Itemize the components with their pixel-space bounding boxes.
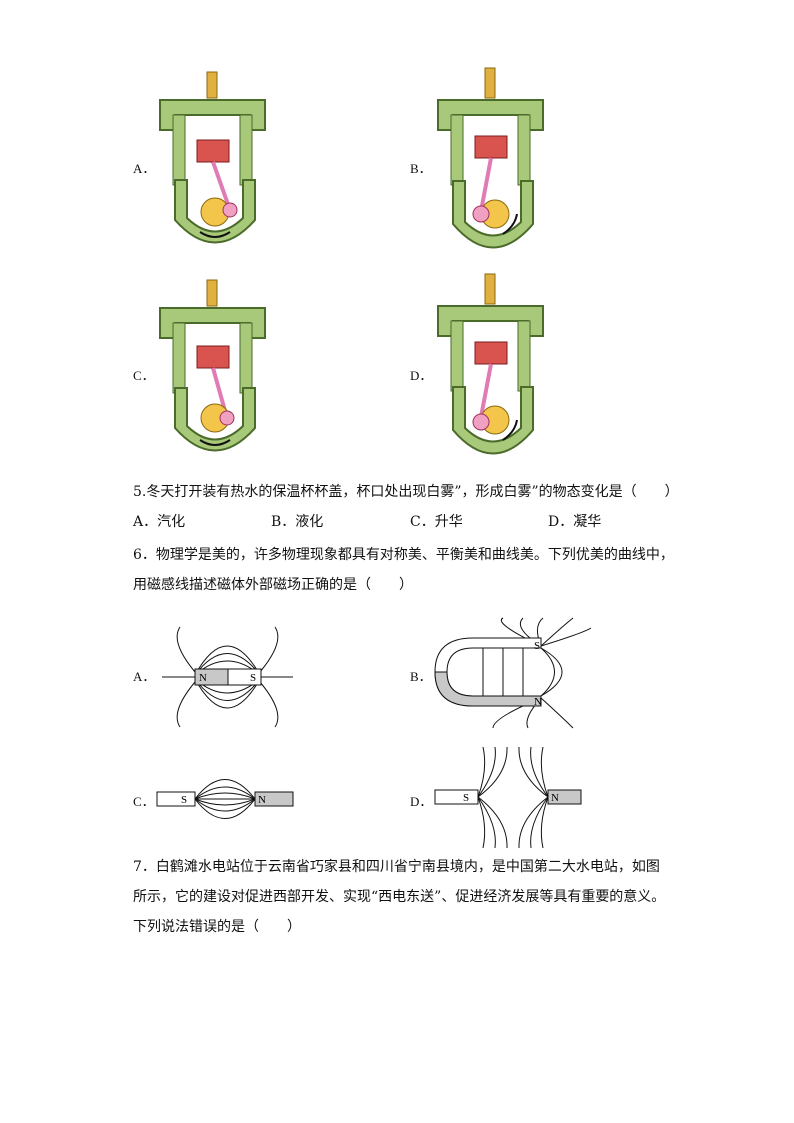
engine-diagram-a: [159, 71, 266, 244]
magnet-b-pole-1: S: [534, 640, 540, 652]
magnet-diagram-b: S N: [434, 617, 592, 729]
magnet-diagram-a: N S: [162, 626, 293, 728]
magnet-diagram-c: S N: [156, 779, 294, 819]
magnet-option-a-label: A．: [133, 669, 156, 684]
magnet-option-c-label: C．: [133, 794, 155, 809]
engine-diagram-d: [437, 273, 544, 455]
question-5-choice-b: B．液化: [271, 514, 324, 530]
question-5-choice-d: D．凝华: [548, 514, 602, 530]
magnet-a-pole-1: N: [199, 672, 207, 684]
engine-diagram-b: [437, 67, 544, 249]
magnet-b-pole-2: N: [534, 696, 542, 708]
magnet-c-pole-2: N: [258, 794, 266, 806]
engine-option-b-label: B．: [410, 161, 432, 176]
engine-diagram-c: [159, 279, 266, 452]
magnet-diagram-d: S N: [434, 746, 582, 849]
magnet-c-pole-1: S: [181, 794, 187, 806]
magnet-d-pole-1: S: [463, 792, 469, 804]
question-7-line-1: 7．白鹤滩水电站位于云南省巧家县和四川省宁南县境内，是中国第二大水电站，如图: [133, 859, 660, 875]
question-6-line-1: 6．物理学是美的，许多物理现象都具有对称美、平衡美和曲线美。下列优美的曲线中，: [133, 547, 674, 563]
magnet-option-b-label: B．: [410, 669, 432, 684]
question-7-line-3: 下列说法错误的是（ ）: [133, 919, 301, 935]
magnet-a-pole-2: S: [250, 672, 256, 684]
magnet-option-d-label: D．: [410, 794, 433, 809]
engine-option-c-label: C．: [133, 368, 155, 383]
question-6-line-2: 用磁感线描述磁体外部磁场正确的是（ ）: [133, 577, 413, 593]
magnet-d-pole-2: N: [551, 792, 559, 804]
engine-option-d-label: D．: [410, 368, 433, 383]
question-5-choice-a: A．汽化: [133, 514, 186, 530]
engine-option-a-label: A．: [133, 161, 156, 176]
question-5-text: 5.冬天打开装有热水的保温杯杯盖，杯口处出现白雾”，形成白雾”的物态变化是（ ）: [133, 484, 679, 500]
question-7-line-2: 所示，它的建设对促进西部开发、实现“西电东送”、促进经济发展等具有重要的意义。: [133, 889, 666, 905]
question-5-choice-c: C．升华: [410, 514, 463, 530]
